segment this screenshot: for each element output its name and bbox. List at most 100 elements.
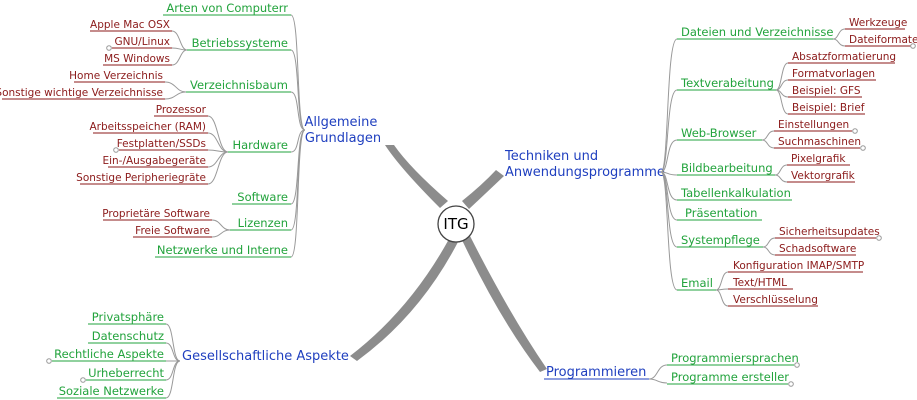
svg-text:Textverabeitung: Textverabeitung [680, 76, 774, 90]
svg-text:Apple Mac OSX: Apple Mac OSX [90, 19, 170, 31]
branch-allgemeine-grundlagen[interactable]: Allgemeine Grundlagen [290, 14, 382, 258]
collapse-handle[interactable] [794, 362, 800, 368]
center-label: ITG [443, 215, 468, 233]
leaf-home-verzeichnis[interactable]: Home Verzeichnis [69, 70, 165, 83]
topic-programme-erstellen[interactable]: Programme ersteller [667, 370, 794, 387]
topic-textverabeitung[interactable]: Textverabeitung [677, 62, 789, 115]
connector-programmieren [462, 236, 547, 372]
main-label-line: Programmieren [546, 365, 646, 380]
branch-gesellschaftliche-aspekte[interactable]: Gesellschaftliche Aspekte [165, 323, 349, 399]
leaf-ein-ausgabegeraete[interactable]: Ein-/Ausgabegeräte [102, 155, 208, 168]
leaf-text-html[interactable]: Text/HTML [728, 277, 793, 290]
collapse-handle[interactable] [106, 45, 112, 51]
svg-text:Konfiguration IMAP/SMTP: Konfiguration IMAP/SMTP [733, 260, 864, 272]
leaf-proprietaere-software[interactable]: Proprietäre Software [102, 208, 212, 221]
leaf-absatzformatierung[interactable]: Absatzformatierung [788, 51, 896, 64]
svg-text:Urheberrecht: Urheberrecht [88, 366, 164, 380]
topic-soziale-netzwerke[interactable]: Soziale Netzwerke [57, 384, 166, 399]
leaf-verschluesselung[interactable]: Verschlüsselung [728, 294, 818, 307]
svg-text:Arten von Computerr: Arten von Computerr [166, 1, 288, 15]
leaf-pixelgrafik[interactable]: Pixelgrafik [787, 153, 850, 166]
topic-email[interactable]: Email [677, 271, 729, 307]
svg-text:Beispiel: GFS: Beispiel: GFS [792, 85, 861, 97]
leaf-gnu-linux[interactable]: GNU/Linux [106, 36, 172, 51]
svg-text:Schadsoftware: Schadsoftware [779, 243, 856, 255]
leaf-dateiformate[interactable]: Dateiformate [845, 34, 917, 49]
leaf-arbeitsspeicher[interactable]: Arbeitsspeicher (RAM) [90, 121, 209, 134]
collapse-handle[interactable] [80, 377, 86, 383]
topic-dateien-und-verzeichnisse[interactable]: Dateien und Verzeichnisse [677, 25, 846, 47]
leaf-schadsoftware[interactable]: Schadsoftware [775, 243, 856, 256]
leaf-beispiel-gfs[interactable]: Beispiel: GFS [788, 85, 862, 98]
leaf-sonstige-peripheriegraete[interactable]: Sonstige Peripheriegräte [76, 172, 208, 185]
topic-rechtliche-aspekte[interactable]: Rechtliche Aspekte [46, 347, 166, 364]
topic-programmiersprachen[interactable]: Programmiersprachen [667, 351, 800, 368]
svg-text:Proprietäre Software: Proprietäre Software [102, 208, 210, 220]
svg-text:Suchmaschinen: Suchmaschinen [778, 136, 861, 148]
main-label: Allgemeine Grundlagen [304, 115, 381, 146]
svg-text:Soziale Netzwerke: Soziale Netzwerke [59, 384, 164, 398]
svg-text:Programmiersprachen: Programmiersprachen [671, 351, 799, 365]
leaf-werkzeuge[interactable]: Werkzeuge [845, 17, 907, 30]
leaf-ms-windows[interactable]: MS Windows [103, 53, 172, 66]
topic-betriebssysteme[interactable]: Betriebssysteme [171, 30, 291, 66]
branch-programmieren[interactable]: Programmieren [544, 364, 668, 384]
topic-lizenzen[interactable]: Lizenzen [211, 216, 291, 238]
topic-bildbearbeitung[interactable]: Bildbearbeitung [677, 161, 788, 183]
topic-urheberrecht[interactable]: Urheberrecht [80, 366, 166, 383]
collapse-handle[interactable] [910, 43, 916, 49]
svg-text:Sonstige Peripheriegräte: Sonstige Peripheriegräte [76, 172, 206, 184]
leaf-konfiguration-imap-smtp[interactable]: Konfiguration IMAP/SMTP [728, 260, 864, 273]
topic-verzeichnisbaum[interactable]: Verzeichnisbaum [164, 78, 291, 100]
leaf-suchmaschinen[interactable]: Suchmaschinen [774, 136, 866, 151]
svg-text:GNU/Linux: GNU/Linux [114, 36, 170, 48]
leaf-vektorgrafik[interactable]: Vektorgrafik [787, 170, 856, 183]
svg-text:Netzwerke und Interne: Netzwerke und Interne [157, 243, 288, 257]
connector-gesellschaftliche [350, 239, 458, 361]
topic-tabellenkalkulation[interactable]: Tabellenkalkulation [677, 186, 792, 201]
collapse-handle[interactable] [876, 235, 882, 241]
collapse-handle[interactable] [860, 145, 866, 151]
svg-text:Verzeichnisbaum: Verzeichnisbaum [190, 78, 288, 92]
svg-text:Systempflege: Systempflege [681, 233, 760, 247]
svg-text:Sonstige wichtige Verzeichniss: Sonstige wichtige Verzeichnisse [0, 87, 163, 99]
topic-praesentation[interactable]: Präsentation [677, 206, 762, 221]
topic-arten-von-computerr[interactable]: Arten von Computerr [163, 1, 291, 16]
leaf-freie-software[interactable]: Freie Software [133, 225, 212, 238]
leaf-sicherheitsupdates[interactable]: Sicherheitsupdates [775, 226, 882, 241]
svg-text:MS Windows: MS Windows [104, 53, 170, 65]
main-label: Programmieren [546, 365, 646, 380]
leaf-einstellungen[interactable]: Einstellungen [774, 119, 858, 134]
svg-text:Lizenzen: Lizenzen [238, 216, 288, 230]
svg-text:Prozessor: Prozessor [156, 104, 207, 116]
branch-techniken-und-anwendungsprogramme[interactable]: Techniken und Anwendungsprogramme [504, 38, 678, 291]
svg-text:Bildbearbeitung: Bildbearbeitung [681, 161, 773, 175]
center-node[interactable]: ITG [437, 205, 475, 243]
topic-privatsphaere[interactable]: Privatsphäre [88, 310, 166, 325]
collapse-handle[interactable] [113, 147, 119, 153]
topic-systempflege[interactable]: Systempflege [677, 233, 776, 256]
leaf-festplatten-ssds[interactable]: Festplatten/SSDs [113, 138, 208, 153]
leaf-sonstige-wichtige-verzeichnisse[interactable]: Sonstige wichtige Verzeichnisse [0, 87, 165, 100]
svg-text:Vektorgrafik: Vektorgrafik [791, 170, 856, 182]
leaf-formatvorlagen[interactable]: Formatvorlagen [788, 68, 876, 81]
main-label-line: Gesellschaftliche Aspekte [182, 349, 349, 364]
leaf-apple-mac-osx[interactable]: Apple Mac OSX [90, 19, 172, 32]
main-label-line: Grundlagen [305, 131, 381, 146]
svg-text:Email: Email [681, 276, 713, 290]
svg-text:Dateien und Verzeichnisse: Dateien und Verzeichnisse [681, 25, 833, 39]
topic-software[interactable]: Software [232, 190, 291, 205]
topic-web-browser[interactable]: Web-Browser [677, 126, 775, 149]
svg-text:Pixelgrafik: Pixelgrafik [791, 153, 846, 165]
topic-datenschutz[interactable]: Datenschutz [88, 329, 166, 344]
svg-text:Sicherheitsupdates: Sicherheitsupdates [779, 226, 880, 238]
topic-hardware[interactable]: Hardware [207, 115, 291, 185]
leaf-prozessor[interactable]: Prozessor [154, 104, 208, 117]
svg-text:Absatzformatierung: Absatzformatierung [792, 51, 896, 63]
main-label-line: Techniken und [504, 149, 598, 164]
topic-netzwerke-und-internet[interactable]: Netzwerke und Interne [155, 243, 291, 258]
collapse-handle[interactable] [46, 358, 52, 364]
collapse-handle[interactable] [852, 128, 858, 134]
collapse-handle[interactable] [788, 381, 794, 387]
leaf-beispiel-brief[interactable]: Beispiel: Brief [788, 102, 865, 115]
